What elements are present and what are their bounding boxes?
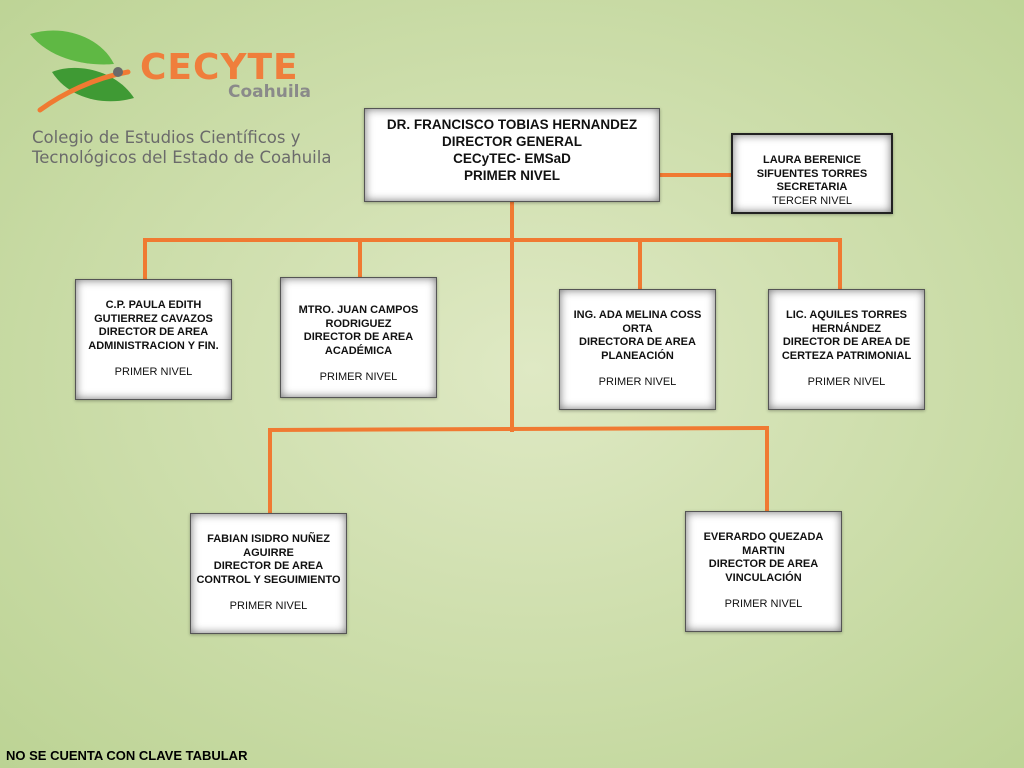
node-administracion: C.P. PAULA EDITH GUTIERREZ CAVAZOS DIREC…: [75, 279, 232, 400]
node-name: EVERARDO QUEZADA MARTIN: [703, 531, 824, 557]
logo-full-name-line1: Colegio de Estudios Científicos y: [32, 128, 301, 147]
node-title: SECRETARIA: [776, 181, 848, 193]
node-title: DIRECTOR DE AREA DE CERTEZA PATRIMONIAL: [781, 336, 912, 362]
node-title: DIRECTOR GENERAL: [441, 134, 582, 149]
node-title: DIRECTOR DE AREA CONTROL Y SEGUIMIENTO: [196, 560, 341, 586]
node-level: PRIMER NIVEL: [114, 366, 193, 378]
node-title: DIRECTOR DE AREA ADMINISTRACION Y FIN.: [88, 326, 219, 352]
node-level: PRIMER NIVEL: [724, 598, 803, 610]
node-level: TERCER NIVEL: [771, 194, 853, 207]
node-name: LIC. AQUILES TORRES HERNÁNDEZ: [785, 309, 907, 335]
node-level: PRIMER NIVEL: [598, 376, 677, 388]
node-director-general: DR. FRANCISCO TOBIAS HERNANDEZ DIRECTOR …: [364, 108, 660, 202]
node-name: LAURA BERENICE SIFUENTES TORRES: [756, 154, 868, 180]
node-title: DIRECTOR DE AREA ACADÉMICA: [303, 331, 414, 357]
node-level: PRIMER NIVEL: [807, 376, 886, 388]
logo-full-name: Colegio de Estudios Científicos y Tecnol…: [32, 128, 332, 168]
node-name: MTRO. JUAN CAMPOS RODRIGUEZ: [298, 304, 419, 330]
node-secretaria: LAURA BERENICE SIFUENTES TORRES SECRETAR…: [731, 133, 893, 214]
connector-lower-bar: [267, 425, 770, 433]
node-name: FABIAN ISIDRO NUÑEZ AGUIRRE: [207, 533, 330, 559]
node-level: PRIMER NIVEL: [229, 600, 308, 612]
node-certeza-patrimonial: LIC. AQUILES TORRES HERNÁNDEZ DIRECTOR D…: [768, 289, 925, 410]
node-vinculacion: EVERARDO QUEZADA MARTIN DIRECTOR DE AREA…: [685, 511, 842, 632]
node-control-seguimiento: FABIAN ISIDRO NUÑEZ AGUIRRE DIRECTOR DE …: [190, 513, 347, 634]
node-planeacion: ING. ADA MELINA COSS ORTA DIRECTORA DE A…: [559, 289, 716, 410]
node-name: DR. FRANCISCO TOBIAS HERNANDEZ: [386, 117, 638, 132]
footer-note: NO SE CUENTA CON CLAVE TABULAR: [6, 748, 248, 763]
leaf-swirl-icon: [30, 30, 134, 113]
logo-state: Coahuila: [228, 82, 311, 102]
node-title: DIRECTORA DE AREA PLANEACIÓN: [579, 336, 696, 362]
node-unit: CECyTEC- EMSaD: [453, 151, 571, 166]
logo-full-name-line2: Tecnológicos del Estado de Coahuila: [32, 148, 332, 167]
logo-name: CECYTE: [140, 47, 299, 88]
node-level: PRIMER NIVEL: [319, 371, 398, 383]
node-title: DIRECTOR DE AREA VINCULACIÓN: [708, 558, 819, 584]
node-level: PRIMER NIVEL: [463, 168, 560, 183]
node-name: ING. ADA MELINA COSS ORTA: [573, 309, 702, 335]
node-academica: MTRO. JUAN CAMPOS RODRIGUEZ DIRECTOR DE …: [280, 277, 437, 398]
node-name: C.P. PAULA EDITH GUTIERREZ CAVAZOS: [94, 299, 213, 325]
cecyte-logo: CECYTE Coahuila Colegio de Estudios Cien…: [22, 24, 332, 184]
